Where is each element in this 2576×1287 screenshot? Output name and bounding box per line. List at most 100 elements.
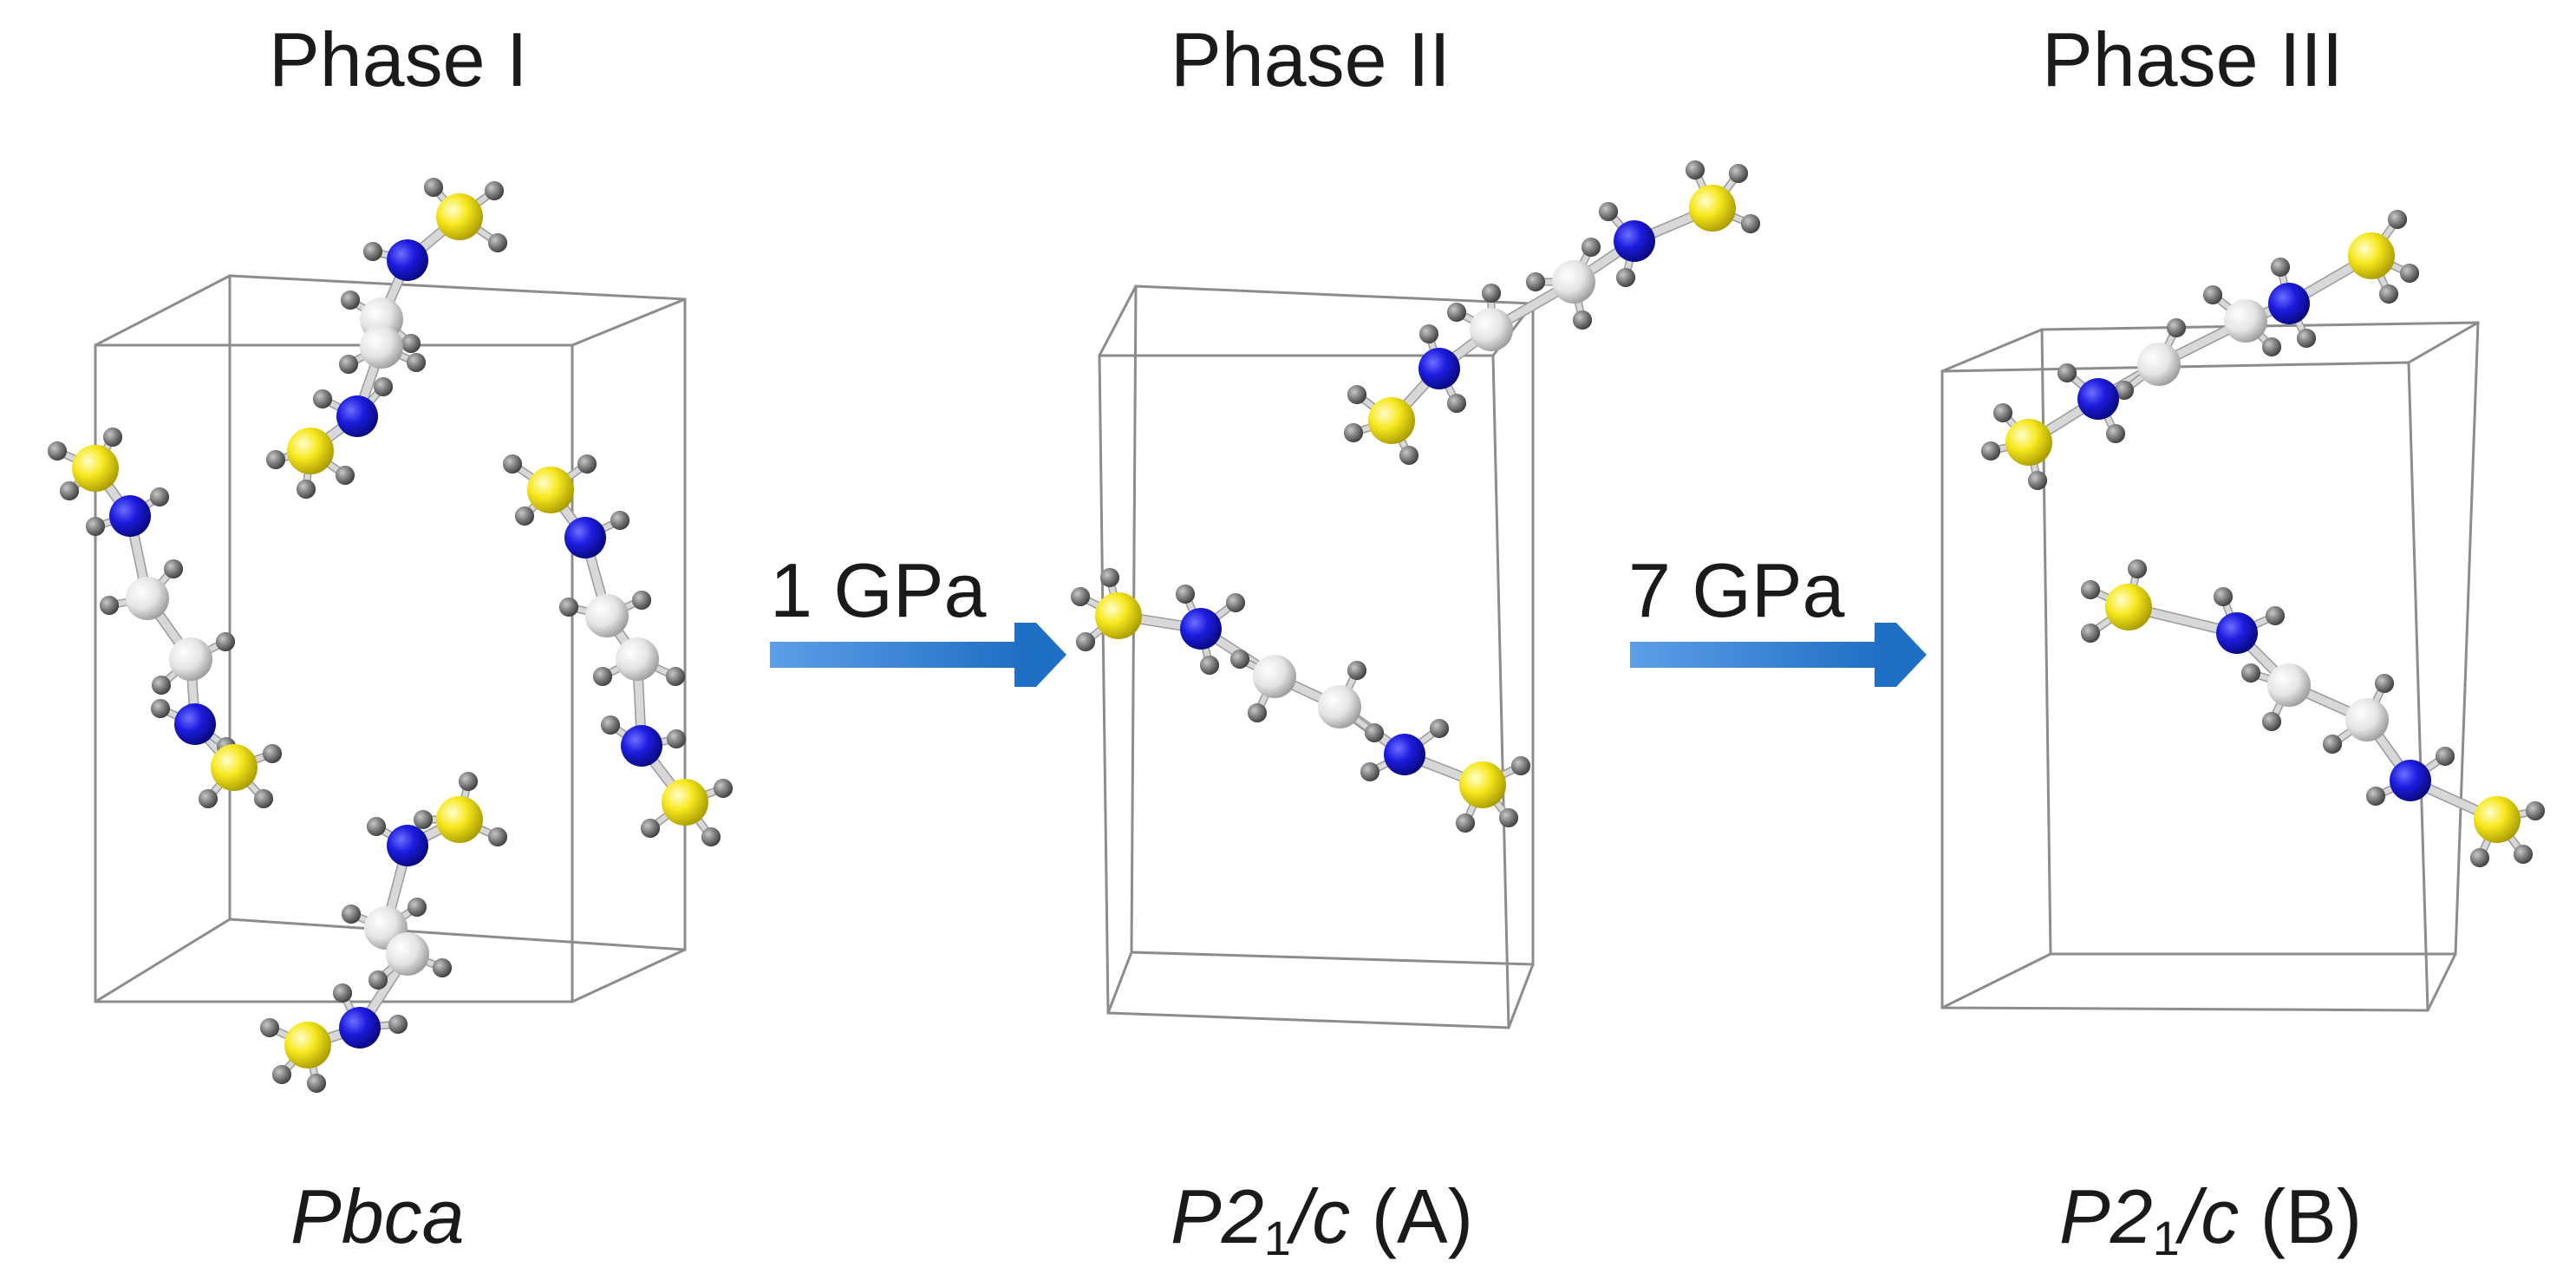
hydrogen-atom <box>103 428 122 447</box>
hydrogen-atom <box>2379 284 2398 304</box>
yellow-atom <box>72 445 119 492</box>
hydrogen-atom <box>2526 801 2545 820</box>
hydrogen-atom <box>2271 258 2290 277</box>
hydrogen-atom <box>260 1018 279 1037</box>
hydrogen-atom <box>601 715 620 735</box>
hydrogen-atom <box>1447 394 1466 413</box>
hydrogen-atom <box>1993 403 2012 422</box>
hydrogen-atom <box>368 970 388 990</box>
hydrogen-atom <box>1599 202 1618 221</box>
hydrogen-atom <box>666 667 685 686</box>
carbon-atom <box>1253 655 1296 698</box>
hydrogen-atom <box>2436 747 2455 766</box>
nitrogen-atom <box>1180 608 1222 650</box>
hydrogen-atom <box>1686 160 1705 180</box>
hydrogen-atom <box>1729 164 1748 183</box>
hydrogen-atom <box>1526 272 1545 291</box>
yellow-atom <box>284 1022 331 1068</box>
hydrogen-atom <box>1447 303 1466 322</box>
hydrogen-atom <box>2167 318 2186 337</box>
hydrogen-atom <box>1226 593 1245 612</box>
hydrogen-atom <box>1176 585 1195 604</box>
carbon-atom <box>1470 308 1513 351</box>
hydrogen-atom <box>1741 214 1760 233</box>
nitrogen-atom <box>387 239 428 281</box>
hydrogen-atom <box>152 676 171 695</box>
nitrogen-atom <box>2077 378 2119 420</box>
nitrogen-atom <box>174 703 216 745</box>
space-group-symbol: P2 <box>2059 1173 2153 1259</box>
hydrogen-atom <box>485 181 504 200</box>
hydrogen-atom <box>2366 787 2385 806</box>
phase-1-title: Phase I <box>269 16 528 102</box>
yellow-atom <box>1368 397 1415 444</box>
hydrogen-atom <box>414 810 433 829</box>
phase-3-title: Phase III <box>2042 16 2344 102</box>
hydrogen-atom <box>150 487 169 506</box>
hydrogen-atom <box>1456 813 1475 833</box>
hydrogen-atom <box>86 517 105 536</box>
space-group-phase-2: P21/c (A) <box>1171 1173 1473 1266</box>
nitrogen-atom <box>2268 283 2310 324</box>
hydrogen-atom <box>701 827 721 846</box>
space-group-variant: (B) <box>2239 1173 2363 1259</box>
hydrogen-atom <box>1430 719 1449 738</box>
yellow-atom <box>211 744 258 791</box>
hydrogen-atom <box>401 334 421 353</box>
yellow-atom <box>436 796 483 843</box>
hydrogen-atom <box>199 789 218 808</box>
hydrogen-atom <box>1981 441 2000 461</box>
transition-label-1: 1 GPa <box>770 547 987 633</box>
hydrogen-atom <box>503 454 522 474</box>
hydrogen-atom <box>1344 423 1363 442</box>
yellow-atom <box>1095 592 1142 639</box>
hydrogen-atom <box>1482 284 1501 303</box>
nitrogen-atom <box>2390 760 2431 801</box>
carbon-atom <box>1318 685 1361 728</box>
hydrogen-atom <box>151 699 170 718</box>
carbon-atom <box>2267 663 2311 707</box>
molecular-bonds <box>53 166 2540 1088</box>
nitrogen-atom <box>336 395 378 437</box>
hydrogen-atom <box>2262 712 2281 731</box>
hydrogen-atom <box>559 598 578 617</box>
carbon-atom <box>585 594 629 637</box>
yellow-atom <box>2105 584 2152 630</box>
carbon-atom <box>2137 343 2181 386</box>
hydrogen-atom <box>263 744 282 763</box>
hydrogen-atom <box>339 355 358 374</box>
hydrogen-atom <box>1419 324 1438 343</box>
hydrogen-atom <box>297 480 316 499</box>
transition-label-2: 7 GPa <box>1628 547 1845 633</box>
carbon-atom <box>2224 299 2267 343</box>
hydrogen-atom <box>336 466 355 485</box>
hydrogen-atom <box>1248 703 1267 722</box>
hydrogen-atom <box>374 377 393 396</box>
carbon-atom <box>616 637 659 681</box>
hydrogen-atom <box>342 905 361 924</box>
hydrogen-atom <box>1076 632 1095 651</box>
hydrogen-atom <box>1360 762 1379 781</box>
space-group-symbol-tail: /c <box>2179 1173 2240 1259</box>
transition-arrow-1 <box>770 623 1066 687</box>
hydrogen-atom <box>1100 568 1119 587</box>
nitrogen-atom <box>387 825 428 866</box>
hydrogen-atom <box>515 506 534 526</box>
hydrogen-atom <box>254 789 273 808</box>
nitrogen-atom <box>339 1007 381 1049</box>
hydrogen-atom <box>459 772 478 791</box>
hydrogen-atom <box>632 591 651 610</box>
space-group-symbol: P2 <box>1171 1173 1264 1259</box>
hydrogen-atom <box>1200 656 1219 675</box>
hydrogen-atom <box>1573 310 1592 330</box>
hydrogen-atom <box>2262 337 2281 356</box>
hydrogen-atom <box>266 450 285 469</box>
hydrogen-atom <box>1347 385 1366 404</box>
nitrogen-atom <box>1384 734 1425 775</box>
space-group-phase-3: P21/c (B) <box>2059 1173 2362 1266</box>
hydrogen-atom <box>216 632 235 651</box>
hydrogen-atom <box>2266 606 2285 625</box>
hydrogen-atom <box>48 441 67 461</box>
hydrogen-atom <box>272 1065 291 1084</box>
